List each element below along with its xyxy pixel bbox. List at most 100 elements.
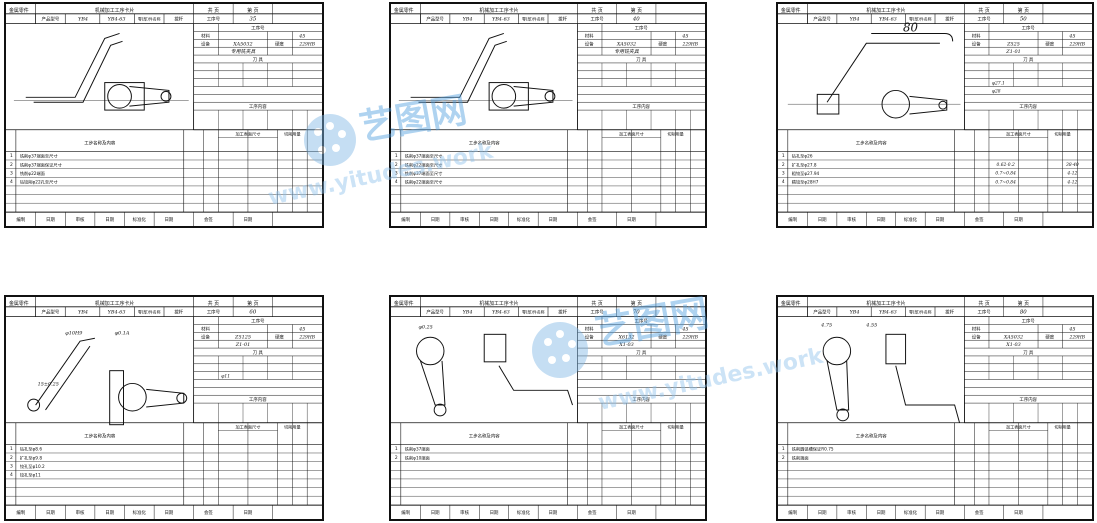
- hardness-label: 硬度: [658, 40, 667, 47]
- footer-3: 日期: [105, 510, 114, 516]
- part-name: 拨杆: [945, 16, 954, 23]
- material-label: 材料: [585, 325, 594, 332]
- op-label: 工序号: [590, 309, 604, 316]
- unit-name: 金属零件: [394, 300, 414, 307]
- step-1: 铣削圆弧槽保证R0.75: [792, 446, 834, 453]
- product-model: YB4: [850, 17, 860, 23]
- step-number-4: 4: [10, 179, 13, 185]
- footer-7: 日期: [1014, 217, 1023, 223]
- step-3: 铣削φ37端面至尺寸: [405, 170, 443, 177]
- equip-value: XA5032: [616, 41, 636, 47]
- card-title: 机械加工工序卡片: [479, 7, 518, 14]
- step-4: 铰孔至φ11: [20, 472, 41, 479]
- work-dim-heading: 加工表面尺寸: [619, 424, 644, 430]
- footer-4: 标准化: [517, 509, 531, 516]
- part-name: 拨杆: [174, 16, 183, 23]
- footer-0: 编制: [16, 216, 25, 223]
- material-value: 45: [1068, 33, 1075, 39]
- cut-param-heading: 切削用量: [1054, 131, 1070, 137]
- info-op: 工序号: [1022, 25, 1036, 32]
- footer-6: 会签: [588, 509, 597, 516]
- equip-label: 设备: [972, 333, 981, 340]
- part-name-label: 零(部)件名称: [138, 17, 161, 22]
- op-label: 工序号: [977, 309, 991, 316]
- footer-3: 日期: [877, 510, 886, 516]
- step-1: 铣削φ37端面: [405, 446, 430, 453]
- cut-param-heading: 切削用量: [284, 424, 301, 430]
- unit-name: 金属零件: [781, 300, 801, 307]
- footer-7: 日期: [1014, 510, 1023, 516]
- op-number: 80: [1020, 310, 1027, 316]
- footer-3: 日期: [490, 510, 499, 516]
- part-sketch: [27, 337, 188, 426]
- footer-7: 日期: [627, 217, 636, 223]
- hardness-value: 229HB: [682, 335, 699, 340]
- step-number-1: 1: [10, 153, 13, 159]
- footer-6: 会签: [975, 509, 984, 516]
- footer-7: 日期: [243, 510, 252, 516]
- cut-param-heading: 切削用量: [667, 131, 683, 137]
- cut-param-heading: 切削用量: [667, 424, 683, 430]
- part-sketch: [398, 33, 573, 111]
- step-heading: 工步名称及内容: [84, 139, 116, 146]
- op-number: 40: [632, 17, 640, 23]
- info-op: 工序号: [251, 318, 265, 325]
- tools-label: 刀 具: [636, 57, 647, 63]
- footer-3: 日期: [105, 217, 114, 223]
- footer-7: 日期: [243, 217, 252, 223]
- footer-6: 会签: [588, 216, 597, 223]
- part-name-label: 零(部)件名称: [909, 310, 932, 315]
- part-number: YB4-63: [108, 17, 126, 23]
- footer-6: 会签: [975, 216, 984, 223]
- step-2: 铣削端面: [792, 454, 809, 461]
- part-sketch: [416, 333, 573, 417]
- dim-b: 4.55: [865, 322, 877, 328]
- footer-3: 日期: [490, 217, 499, 223]
- op-number: 35: [249, 17, 256, 23]
- step-1: 铣削φ37端面至尺寸: [20, 153, 58, 160]
- hardness-label: 硬度: [275, 40, 284, 47]
- footer-0: 编制: [401, 509, 410, 516]
- part-name-label: 零(部)件名称: [138, 310, 161, 315]
- work-dim-heading: 加工表面尺寸: [619, 131, 644, 137]
- product-model-label: 产品型号: [426, 16, 444, 23]
- footer-0: 编制: [16, 509, 25, 516]
- footer-0: 编制: [401, 216, 410, 223]
- part-name-label: 零(部)件名称: [909, 17, 932, 22]
- dim-val-0: 0.62-0.2: [996, 163, 1014, 168]
- card-title: 机械加工工序卡片: [866, 300, 905, 307]
- step-number-2: 2: [395, 455, 398, 461]
- footer-5: 日期: [164, 217, 173, 223]
- step-number-4: 4: [10, 472, 13, 478]
- info-op: 工序号: [1022, 318, 1036, 325]
- step-2: 扩孔至φ27.8: [792, 161, 817, 168]
- footer-6: 会签: [204, 509, 213, 516]
- part-sketch: [13, 33, 189, 111]
- part-name: 拨杆: [558, 309, 567, 316]
- material-label: 材料: [201, 325, 210, 332]
- step-1: 钻孔至φ8.6: [20, 446, 43, 453]
- footer-5: 日期: [549, 217, 558, 223]
- footer-2: 审核: [847, 509, 856, 516]
- op-content-heading: 工序内容: [249, 103, 267, 110]
- op-content-heading: 工序内容: [249, 396, 267, 403]
- dim-value-0: φ27.1: [992, 82, 1005, 87]
- op-label: 工序号: [207, 309, 221, 316]
- footer-4: 标准化: [517, 216, 531, 223]
- op-label: 工序号: [590, 16, 604, 23]
- footer-1: 日期: [818, 217, 827, 223]
- feed-val-0: 38-40: [1066, 163, 1079, 168]
- footer-4: 标准化: [133, 509, 147, 516]
- step-heading: 工步名称及内容: [856, 139, 887, 146]
- step-3: 粗铰至φ27.94: [792, 170, 820, 177]
- product-model: YB4: [463, 310, 473, 316]
- fixture-value: Z1-01: [235, 342, 250, 348]
- step-2: 铣削φ10端面: [405, 454, 430, 461]
